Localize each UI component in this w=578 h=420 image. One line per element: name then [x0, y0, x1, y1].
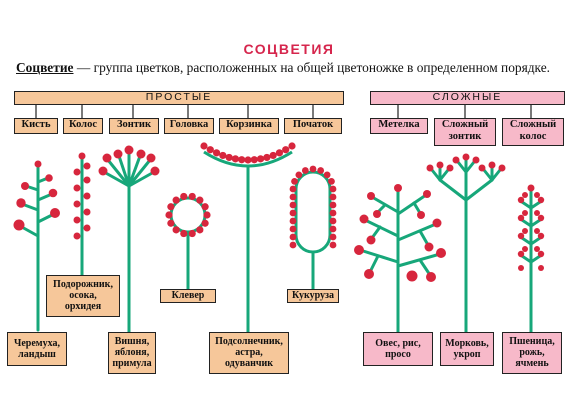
- example-slozhny-zontik: Морковь, укроп: [440, 332, 494, 366]
- page-title: СОЦВЕТИЯ: [243, 41, 335, 57]
- definition: Соцветие — группа цветков, расположенных…: [16, 60, 576, 76]
- flower-dot: [238, 156, 246, 164]
- flower-dot: [250, 156, 258, 164]
- flower-dot: [256, 155, 265, 163]
- flower-dot: [329, 193, 337, 201]
- plant-slozhny-zontik: [426, 153, 506, 334]
- type-korzinka: Корзинка: [219, 118, 279, 134]
- definition-term: Соцветие: [16, 60, 74, 75]
- flower-dot: [329, 201, 337, 209]
- flower-dot: [172, 226, 180, 234]
- plant-slozhny-kolos: [517, 184, 545, 334]
- flower-dot: [329, 185, 337, 193]
- flower-dot: [289, 217, 297, 225]
- flower-dot: [196, 226, 204, 234]
- type-metelka: Метелка: [370, 118, 428, 134]
- example-pochatok: Кукуруза: [287, 289, 339, 303]
- flower-dot: [289, 225, 297, 233]
- type-pochatok: Початок: [284, 118, 342, 134]
- flower-dot: [289, 233, 297, 241]
- flower-dot: [172, 196, 180, 204]
- connectors: [35, 105, 532, 118]
- type-kolos: Колос: [63, 118, 103, 134]
- group-simple-bar: ПРОСТЫЕ: [14, 91, 344, 105]
- type-golovka: Головка: [164, 118, 214, 134]
- flower-dot: [188, 192, 196, 201]
- flower-dot: [329, 241, 337, 249]
- flower-dot: [309, 165, 317, 173]
- plant-korzinka: [200, 142, 296, 332]
- flower-dot: [269, 151, 277, 160]
- flower-dot: [329, 217, 337, 225]
- plant-golovka: [165, 192, 211, 290]
- example-metelka: Овес, рис, просо: [363, 332, 433, 366]
- flower-dot: [282, 146, 290, 154]
- flower-dot: [188, 229, 196, 238]
- example-kist: Черемуха, ландыш: [7, 332, 67, 366]
- example-kolos: Подорожник, осока, орхидея: [46, 275, 120, 317]
- flower-dot: [289, 201, 297, 209]
- flower-dot: [212, 149, 221, 157]
- flower-dot: [329, 225, 337, 233]
- plant-metelka: [354, 184, 446, 334]
- flower-dot: [289, 193, 297, 201]
- flower-dot: [289, 241, 297, 249]
- type-slozhny-zontik: Сложный зонтик: [434, 118, 496, 146]
- flower-dot: [329, 233, 337, 241]
- plant-pochatok: [289, 165, 337, 290]
- flower-dot: [289, 185, 297, 193]
- flower-dot: [295, 171, 303, 179]
- type-zontik: Зонтик: [109, 118, 159, 134]
- plant-kist: [13, 160, 60, 332]
- flower-dot: [231, 155, 240, 163]
- example-slozhny-kolos: Пшеница, рожь, ячмень: [502, 332, 562, 374]
- flower-dot: [244, 156, 252, 164]
- flower-dot: [201, 203, 209, 211]
- flower-dot: [219, 151, 227, 160]
- flower-dot: [203, 211, 211, 219]
- flower-dot: [317, 167, 325, 174]
- flower-dot: [167, 219, 175, 227]
- flower-dot: [180, 192, 188, 201]
- flower-dot: [288, 142, 296, 150]
- flower-dot: [289, 209, 297, 217]
- flower-dot: [328, 177, 335, 185]
- flower-dot: [201, 219, 209, 227]
- flower-dot: [263, 153, 271, 162]
- flower-dot: [323, 171, 331, 179]
- example-zontik: Вишня, яблоня, примула: [108, 332, 156, 374]
- plant-zontik: [98, 145, 160, 334]
- flower-dot: [206, 146, 214, 154]
- flower-dot: [225, 153, 233, 162]
- plant-kolos: [73, 152, 91, 278]
- type-kist: Кисть: [14, 118, 58, 134]
- flower-dot: [200, 142, 208, 150]
- flower-dot: [167, 203, 175, 211]
- flower-dot: [329, 209, 337, 217]
- flower-dot: [301, 167, 309, 174]
- flower-dot: [165, 211, 173, 219]
- example-korzinka: Подсолнечник, астра, одуванчик: [209, 332, 289, 374]
- type-slozhny-kolos: Сложный колос: [502, 118, 564, 146]
- flower-dot: [196, 196, 204, 204]
- group-complex-bar: СЛОЖНЫЕ: [370, 91, 565, 105]
- definition-text: — группа цветков, расположенных на общей…: [73, 60, 551, 75]
- flower-dot: [291, 177, 298, 185]
- example-golovka: Клевер: [160, 289, 216, 303]
- flower-dot: [180, 229, 188, 238]
- flower-dot: [275, 149, 284, 157]
